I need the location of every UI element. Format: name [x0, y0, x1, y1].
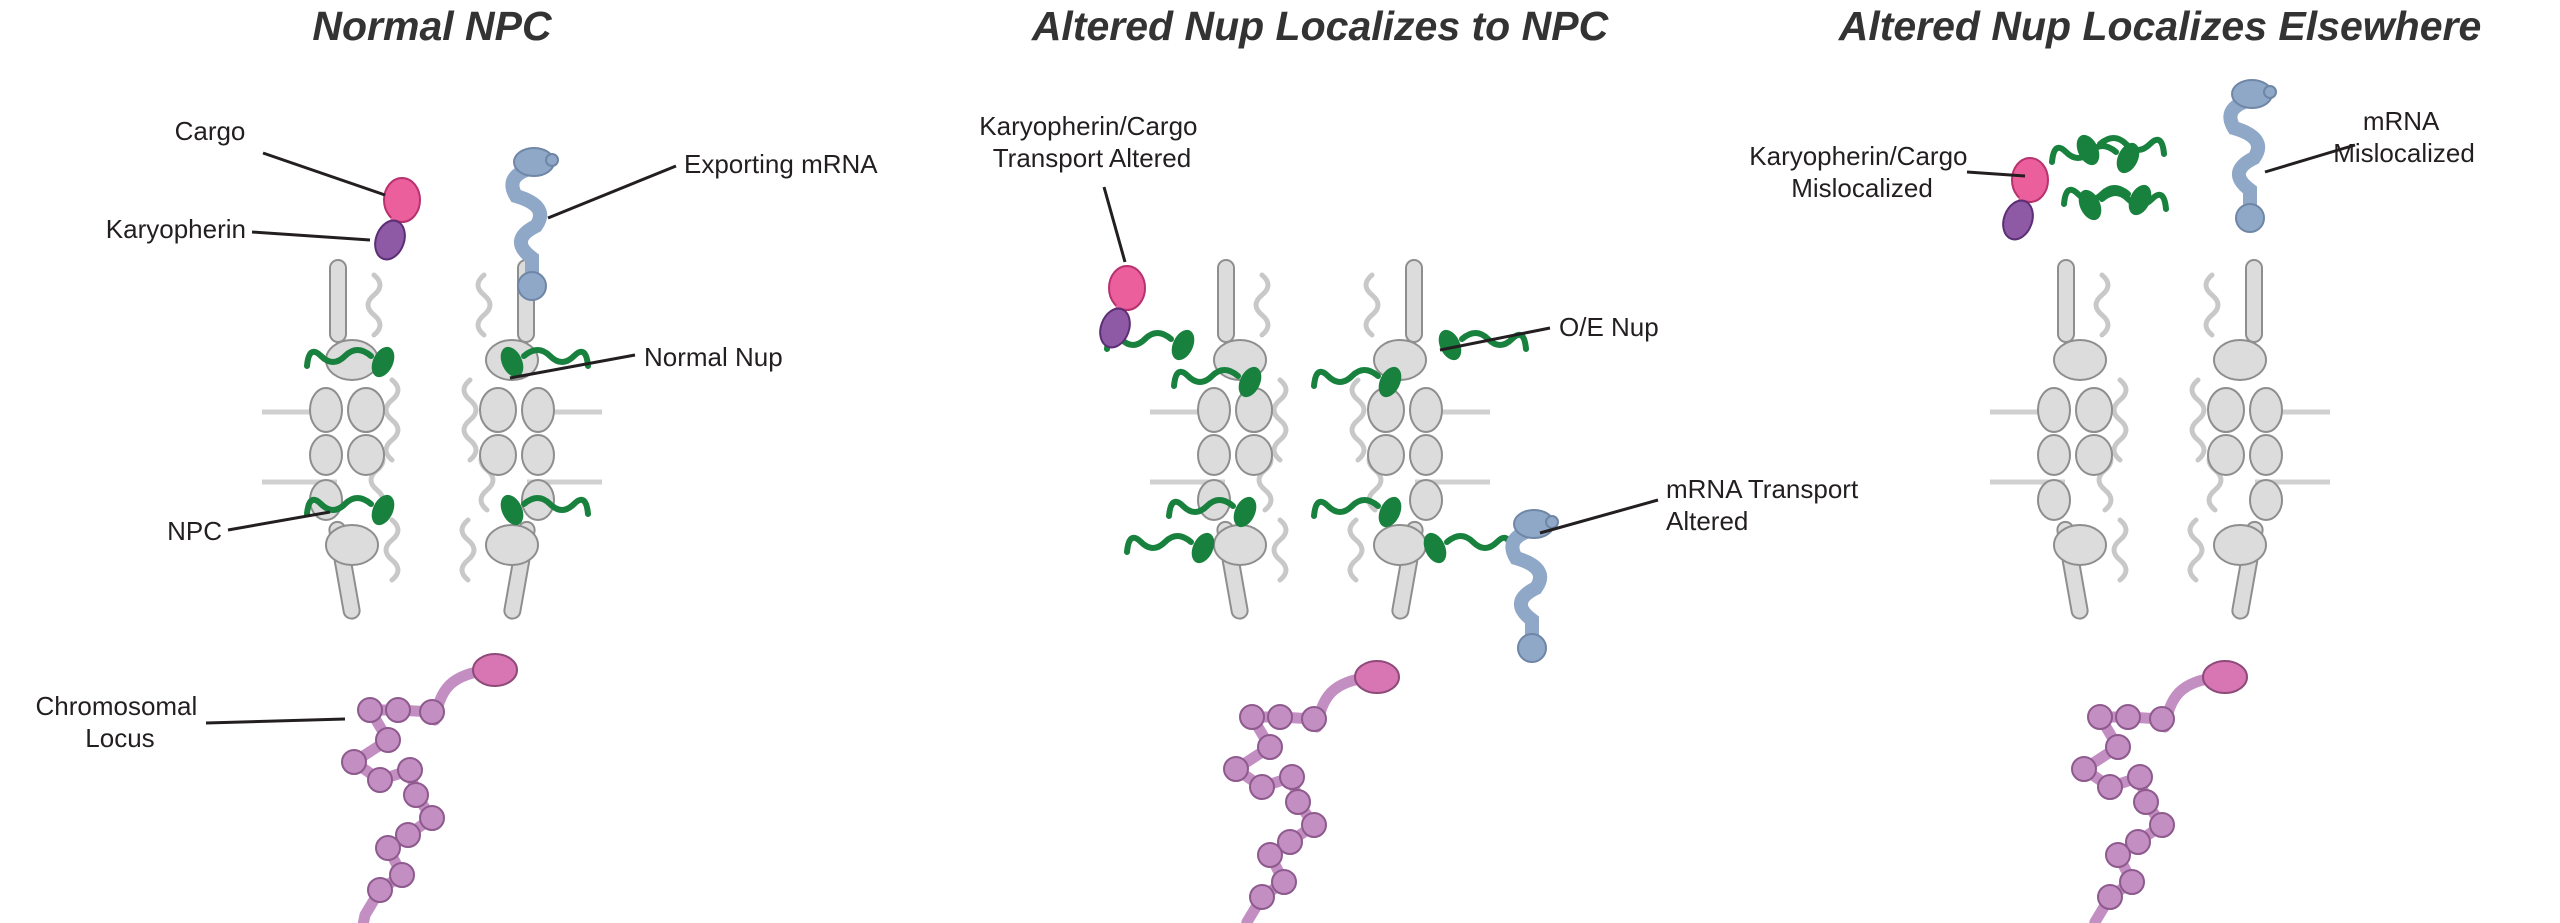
leader-line [547, 164, 677, 220]
transport-altered-label: Karyopherin/Cargo Transport Altered [979, 111, 1204, 173]
panel-title: Altered Nup Localizes to NPC [1031, 3, 1610, 49]
leader-line [2264, 143, 2356, 174]
leader-line [227, 510, 331, 532]
karyopherin-cargo-complex [1095, 266, 1145, 352]
transport-altered-line-1: Karyopherin/Cargo [979, 111, 1197, 141]
leader-line [509, 353, 636, 380]
leader-line [262, 151, 386, 197]
leader-line [1439, 326, 1551, 352]
mrna-shape [2230, 80, 2276, 232]
mislocalized-nup [2064, 181, 2156, 218]
leader-line [251, 230, 371, 242]
karyopherin-cargo-complex [1998, 158, 2048, 244]
karyopherin-label: Karyopherin [106, 214, 246, 244]
chromosomal-locus-shape [1224, 661, 1399, 923]
normal-nup-label: Normal Nup [644, 342, 783, 372]
exporting-mrna-label: Exporting mRNA [684, 149, 878, 179]
panel-title: Normal NPC [312, 3, 553, 49]
karyopherin-mislocalized-label: Karyopherin/Cargo Mislocalized [1749, 141, 1974, 203]
transport-altered-line-2: Transport Altered [993, 143, 1191, 173]
chromosomal-locus-line-1: Chromosomal [35, 691, 197, 721]
mrna-mislocalized-line-2: Mislocalized [2333, 138, 2475, 168]
leader-line [1102, 186, 1127, 263]
panel-normal-npc: Normal NPC Cargo Karyopherin Exporting m… [35, 3, 878, 923]
chromosomal-locus-label: Chromosomal Locus [35, 691, 204, 753]
npc-structure [1150, 260, 1490, 620]
oe-nup-label: O/E Nup [1559, 312, 1659, 342]
panel-altered-nup-npc: Altered Nup Localizes to NPC Karyopherin… [979, 3, 1865, 923]
npc-structure [262, 260, 602, 620]
leader-line [1539, 498, 1659, 535]
mrna-shape [1512, 510, 1558, 662]
leader-line [205, 717, 346, 725]
karyopherin-mislocalized-line-2: Mislocalized [1791, 173, 1933, 203]
mrna-transport-label: mRNA Transport Altered [1666, 474, 1865, 536]
chromosomal-locus-line-2: Locus [85, 723, 154, 753]
karyopherin-mislocalized-line-1: Karyopherin/Cargo [1749, 141, 1967, 171]
panel-altered-nup-elsewhere: Altered Nup Localizes Elsewhere Karyophe… [1749, 3, 2481, 923]
chromosomal-locus-shape [342, 654, 517, 923]
oe-nup [1434, 326, 1526, 363]
chromosomal-locus-shape [2072, 661, 2247, 923]
mrna-mislocalized-label: mRNA Mislocalized [2333, 106, 2475, 168]
leader-line [1966, 170, 2026, 178]
oe-nup [1419, 529, 1511, 566]
mrna-transport-line-2: Altered [1666, 506, 1748, 536]
cargo-label: Cargo [175, 116, 246, 146]
npc-label: NPC [167, 516, 222, 546]
oe-nup [1127, 529, 1219, 566]
panel-title: Altered Nup Localizes Elsewhere [1838, 3, 2482, 49]
npc-structure [1990, 260, 2330, 620]
mrna-transport-line-1: mRNA Transport [1666, 474, 1859, 504]
mrna-mislocalized-line-1: mRNA [2363, 106, 2440, 136]
